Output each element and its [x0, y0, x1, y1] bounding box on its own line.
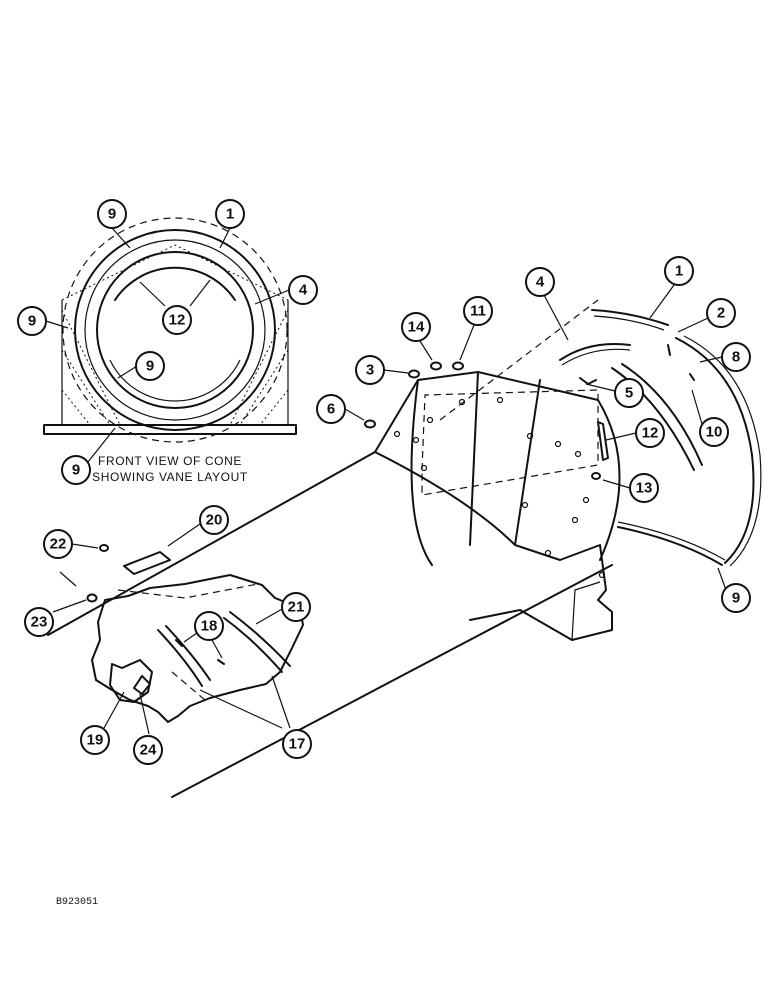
- cutaway-inner-detail: [109, 659, 153, 703]
- inset-cone-ring-mid: [84, 239, 266, 421]
- svg-text:18: 18: [201, 618, 218, 635]
- vane-9-main-lower: [617, 526, 723, 566]
- svg-text:12: 12: [169, 312, 186, 329]
- cone-bolt-holes: [393, 396, 606, 579]
- callout-9-bottom: 9: [61, 455, 91, 485]
- plate-20: [123, 551, 171, 575]
- inset-cone-ring-inner: [96, 251, 254, 409]
- svg-text:17: 17: [289, 736, 306, 753]
- cone-body-top-edge: [47, 451, 376, 636]
- svg-text:22: 22: [50, 536, 67, 553]
- svg-text:9: 9: [732, 590, 740, 607]
- callout-21: 21: [281, 592, 311, 622]
- cone-panel-lines: [469, 371, 541, 546]
- callout-6: 6: [316, 394, 346, 424]
- callout-1-top: 1: [215, 199, 245, 229]
- svg-text:10: 10: [706, 424, 723, 441]
- callout-24: 24: [133, 735, 163, 765]
- cutaway-outline: [91, 574, 304, 723]
- callout-1-main: 1: [664, 256, 694, 286]
- svg-text:9: 9: [28, 313, 36, 330]
- inset-caption-line1: FRONT VIEW OF CONE: [98, 454, 242, 468]
- svg-text:14: 14: [408, 319, 425, 336]
- inset-base-plate: [43, 424, 297, 435]
- svg-text:21: 21: [288, 599, 305, 616]
- callout-19: 19: [80, 725, 110, 755]
- cutaway-detail: [86, 544, 304, 723]
- callout-8: 8: [721, 342, 751, 372]
- cone-hidden-outline: [421, 389, 599, 496]
- callout-3: 3: [355, 355, 385, 385]
- inset-cone-ring-outer: [74, 229, 276, 431]
- svg-text:3: 3: [366, 362, 374, 379]
- cone-top-rim: [374, 371, 599, 453]
- callout-23: 23: [24, 607, 54, 637]
- callout-11: 11: [463, 296, 493, 326]
- svg-text:9: 9: [108, 206, 116, 223]
- bolts-18: [175, 639, 225, 665]
- cone-assembly: [47, 299, 621, 798]
- cone-mount-bracket: [469, 544, 613, 641]
- figure-ref-number: B923051: [56, 897, 98, 908]
- callout-12-main: 12: [635, 418, 665, 448]
- svg-text:11: 11: [470, 303, 486, 320]
- vane-17-a: [157, 629, 203, 687]
- svg-text:20: 20: [206, 512, 223, 529]
- callout-22: 22: [43, 529, 73, 559]
- svg-text:2: 2: [717, 305, 725, 322]
- svg-text:4: 4: [299, 282, 308, 299]
- svg-text:19: 19: [87, 732, 104, 749]
- inset-vane-12: [114, 266, 236, 301]
- callout-4-top: 4: [288, 275, 318, 305]
- svg-text:4: 4: [536, 274, 545, 291]
- cone-body-bottom-edge: [171, 564, 613, 798]
- callout-9-top: 9: [97, 199, 127, 229]
- callout-17: 17: [282, 729, 312, 759]
- cone-seam: [374, 451, 561, 561]
- svg-text:5: 5: [625, 385, 633, 402]
- vane-1-main: [591, 309, 669, 326]
- vane-4-main: [559, 343, 631, 361]
- callout-12-inset: 12: [162, 305, 192, 335]
- callout-9-left: 9: [17, 306, 47, 336]
- inset-outer-vane-ring: [62, 217, 288, 443]
- vane-9-main-outer: [675, 337, 755, 564]
- inset-frame-legs: [61, 300, 289, 425]
- svg-text:9: 9: [146, 358, 154, 375]
- svg-text:13: 13: [636, 480, 653, 497]
- inset-front-view: [43, 217, 297, 443]
- vane-segment-bolted: [611, 367, 695, 471]
- callout-14: 14: [401, 312, 431, 342]
- svg-text:9: 9: [72, 462, 80, 479]
- cone-exploded-line: [439, 299, 599, 421]
- callout-18: 18: [194, 611, 224, 641]
- callout-5: 5: [614, 378, 644, 408]
- svg-text:24: 24: [140, 742, 157, 759]
- svg-text:23: 23: [31, 614, 48, 631]
- callout-9-main: 9: [721, 583, 751, 613]
- svg-text:1: 1: [675, 263, 683, 280]
- callout-13: 13: [629, 473, 659, 503]
- callout-2: 2: [706, 298, 736, 328]
- svg-text:6: 6: [327, 401, 335, 418]
- callout-10: 10: [699, 417, 729, 447]
- callout-4-main: 4: [525, 267, 555, 297]
- inset-frame-bracing: [61, 244, 289, 426]
- cone-bracket-detail: [571, 581, 601, 641]
- svg-text:12: 12: [642, 425, 659, 442]
- vane-12-main: [597, 421, 609, 461]
- callout-9-inner: 9: [135, 351, 165, 381]
- callout-20: 20: [199, 505, 229, 535]
- vane-17-b: [223, 617, 283, 673]
- inset-vane-9-inner: [109, 359, 241, 402]
- leader-lines: [45, 227, 727, 735]
- cone-left-profile: [410, 379, 433, 566]
- svg-text:8: 8: [732, 349, 740, 366]
- cone-right-profile: [597, 399, 621, 561]
- inset-caption-line2: SHOWING VANE LAYOUT: [92, 470, 248, 484]
- svg-text:1: 1: [226, 206, 234, 223]
